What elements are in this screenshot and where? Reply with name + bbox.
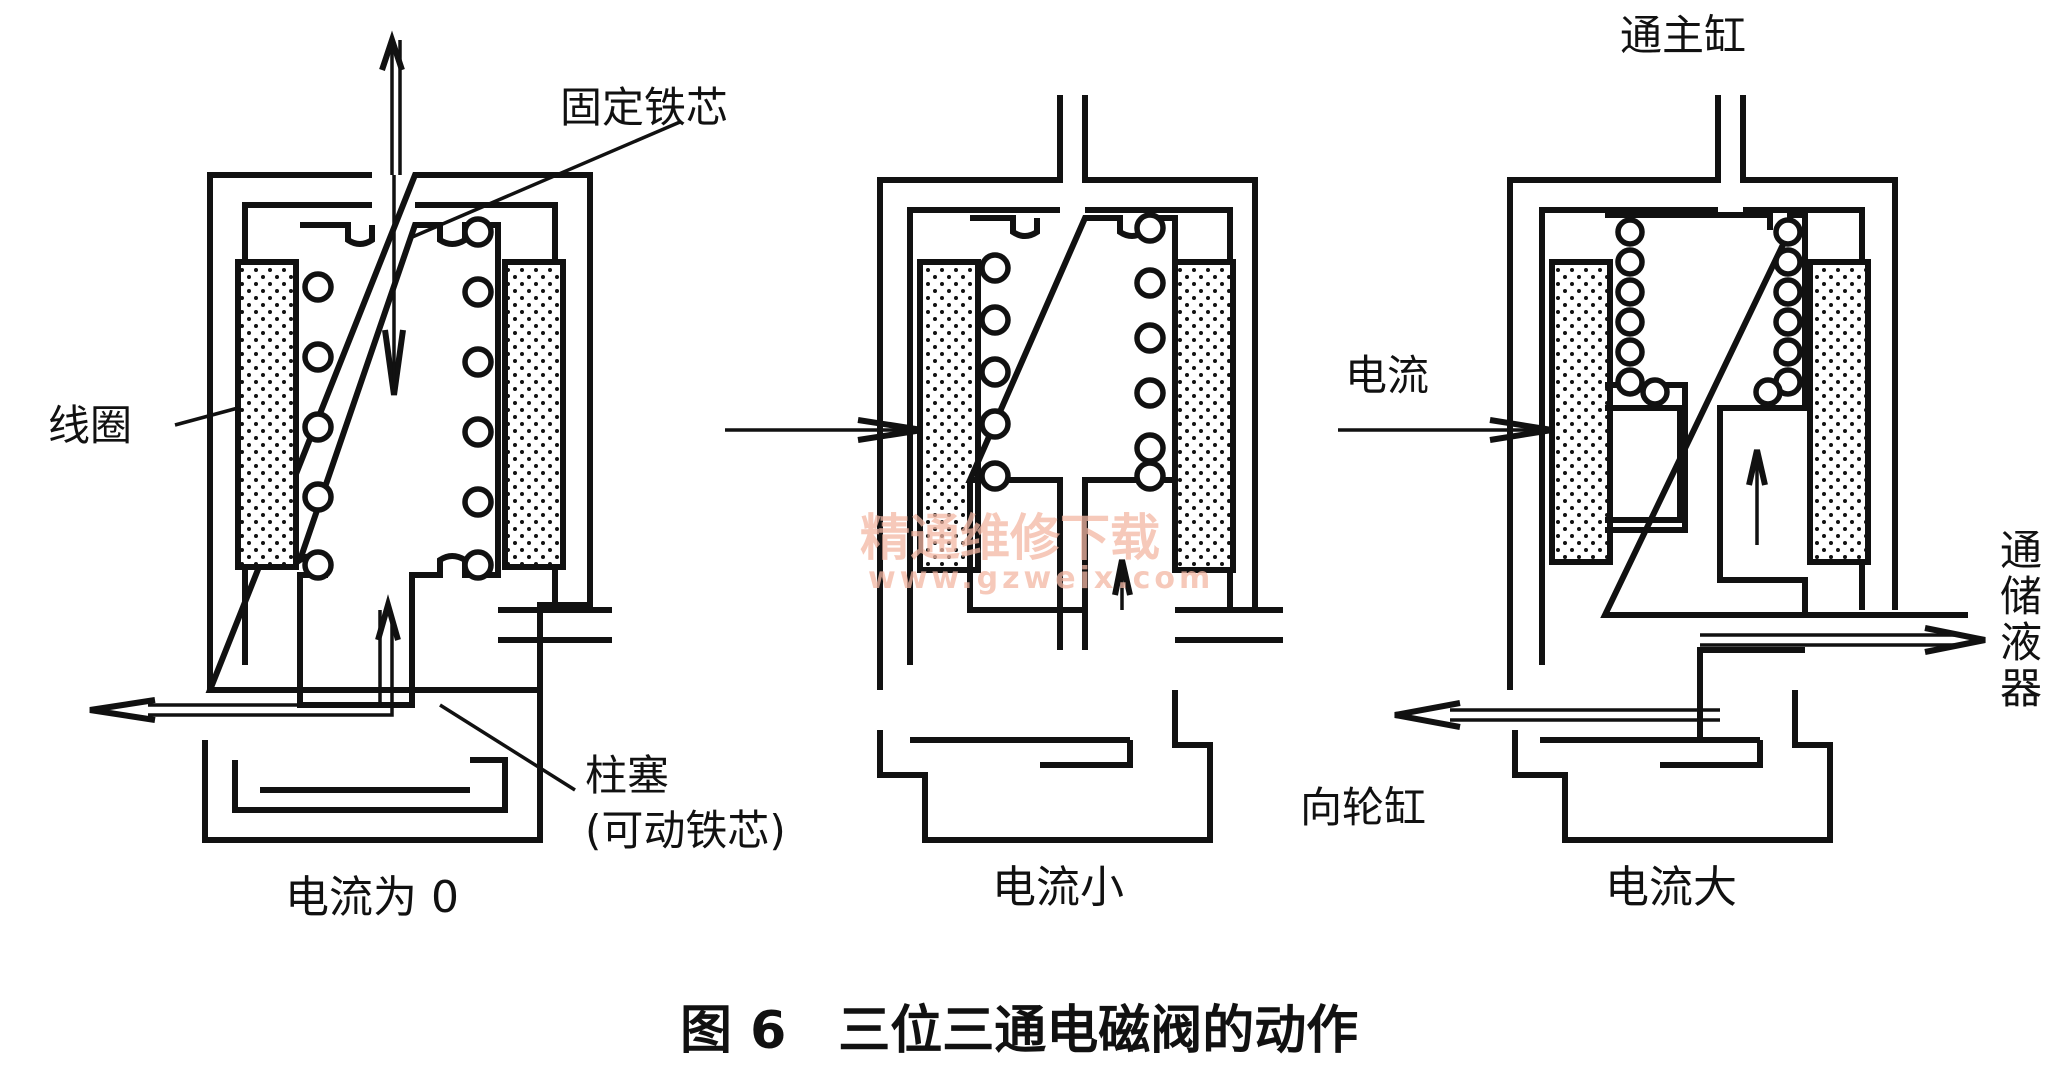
figure-title: 图 6 三位三通电磁阀的动作 bbox=[680, 1001, 1358, 1061]
current-arrowhead bbox=[857, 417, 923, 443]
label-plunger-note: (可动铁芯) bbox=[585, 806, 786, 855]
label-to-wheel: 向轮缸 bbox=[1300, 783, 1426, 832]
coil-right bbox=[1807, 259, 1871, 565]
flow-to-wheel bbox=[148, 610, 394, 717]
spring-turns-right bbox=[1753, 217, 1803, 407]
label-coil: 线圈 bbox=[48, 401, 132, 450]
label-to-reservoir-text: 通储液器 bbox=[2000, 526, 2042, 713]
spring-turns-left bbox=[302, 271, 334, 581]
down-arrow bbox=[382, 329, 406, 396]
label-to-master: 通主缸 bbox=[1620, 11, 1746, 60]
watermark-line1: 精通维修下载 bbox=[860, 508, 1160, 567]
caption-panel-2: 电流小 bbox=[992, 862, 1124, 913]
label-current: 电流 bbox=[1345, 351, 1429, 400]
label-plunger: 柱塞 bbox=[585, 751, 669, 800]
spring-turns-left bbox=[979, 252, 1011, 492]
coil-left bbox=[1549, 259, 1613, 565]
panel-current-small bbox=[725, 95, 1283, 843]
caption-panel-3: 电流大 bbox=[1605, 862, 1737, 913]
spring-turns-right bbox=[462, 216, 494, 581]
left-arrow bbox=[89, 697, 156, 723]
leader-coil bbox=[174, 406, 239, 427]
leader-fixed-core bbox=[409, 120, 681, 240]
leader-plunger bbox=[439, 703, 576, 792]
reservoir-arrowhead bbox=[1924, 625, 1986, 655]
up-flow-arrow bbox=[375, 594, 401, 641]
flow-to-wheel bbox=[1450, 708, 1720, 722]
coil-left bbox=[235, 259, 299, 570]
up-flow-arrow bbox=[1746, 449, 1768, 486]
spring-turns-right bbox=[1134, 212, 1166, 492]
panel-current-zero bbox=[89, 30, 681, 843]
spring-turns-left bbox=[1615, 217, 1670, 407]
coil-right bbox=[502, 259, 566, 570]
coil-right bbox=[1172, 259, 1236, 573]
flow-to-reservoir bbox=[1700, 633, 1960, 647]
up-arrow bbox=[379, 30, 405, 71]
label-to-reservoir: 通储液器 bbox=[2000, 526, 2042, 713]
current-arrowhead bbox=[1489, 417, 1553, 443]
caption-panel-1: 电流为 0 bbox=[285, 872, 459, 923]
wheel-arrowhead bbox=[1394, 700, 1461, 730]
watermark-line2: www.gzweix.com bbox=[868, 561, 1214, 596]
label-fixed-core: 固定铁芯 bbox=[560, 83, 728, 132]
panel-current-large bbox=[1338, 95, 1986, 843]
